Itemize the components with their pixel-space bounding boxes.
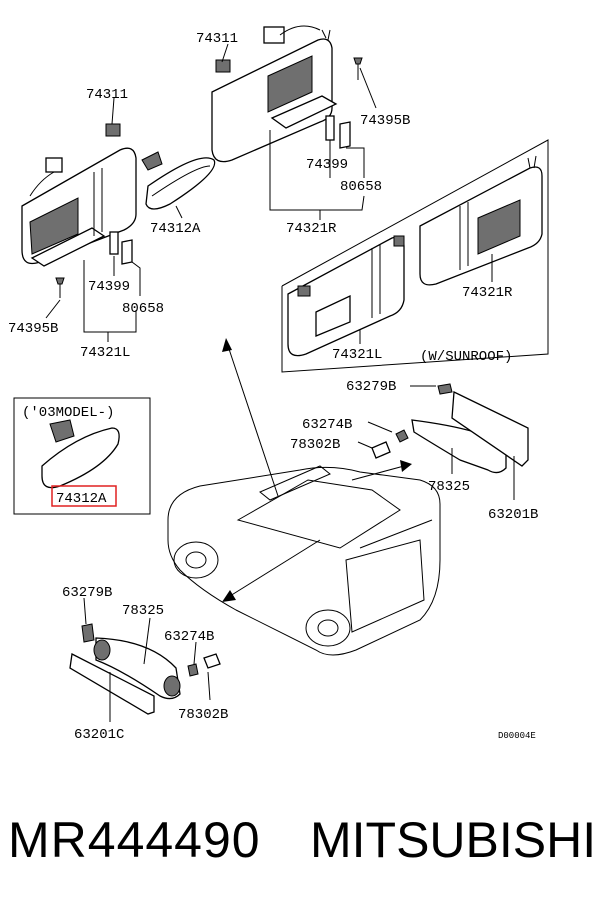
callout-74312a-box: 74312A [56, 491, 107, 507]
callout-63274b-left: 63274B [164, 629, 214, 645]
callout-74312a-top: 74312A [150, 221, 201, 237]
footer: MR444490 MITSUBISHI [0, 800, 600, 880]
callout-78302b-right: 78302B [290, 437, 340, 453]
callout-63279b-right: 63279B [346, 379, 396, 395]
callout-74321r-top: 74321R [286, 221, 337, 237]
callout-78325-right: 78325 [428, 479, 470, 495]
assist-grip-left [69, 623, 221, 715]
pin-74399-left [109, 231, 119, 255]
rearview-mirror-top [141, 151, 216, 210]
callout-74311-left: 74311 [86, 87, 128, 103]
callout-78302b-left: 78302B [178, 707, 228, 723]
model-note: ('03MODEL-) [22, 405, 114, 421]
callout-63201b-right: 63201B [488, 507, 538, 523]
pin-74399-top [325, 115, 335, 141]
clip-80658-left [121, 239, 133, 265]
callout-labels: 74311 74395B 74311 74399 80658 74312A 74… [8, 31, 538, 743]
parts-diagram: 74311 74395B 74311 74399 80658 74312A 74… [8, 25, 549, 743]
callout-63201c-left: 63201C [74, 727, 124, 743]
callout-74321l-left: 74321L [80, 345, 130, 361]
leader-lines [45, 43, 515, 722]
callout-80658-left: 80658 [122, 301, 164, 317]
callout-74311-top: 74311 [196, 31, 238, 47]
callout-78325-left: 78325 [122, 603, 164, 619]
highlight-box [51, 485, 117, 507]
model-03-box [13, 397, 151, 515]
callout-80658-right: 80658 [340, 179, 382, 195]
callout-74399-left: 74399 [88, 279, 130, 295]
callout-63274b-right: 63274B [302, 417, 352, 433]
callout-74321l-sunroof: 74321L [332, 347, 382, 363]
callout-74395b-top: 74395B [360, 113, 410, 129]
assist-grip-right [371, 383, 529, 474]
sunroof-note: (W/SUNROOF) [420, 349, 512, 365]
vehicle-outline [167, 465, 441, 656]
diagram-code: D00004E [498, 731, 536, 741]
screw-74395b-left [55, 277, 65, 298]
sun-visor-left [21, 123, 137, 267]
sunroof-group [281, 139, 549, 373]
clip-80658-top [339, 121, 351, 149]
screw-74395b-top [353, 57, 363, 80]
callout-74399-right: 74399 [306, 157, 348, 173]
callout-63279b-left: 63279B [62, 585, 112, 601]
part-number: MR444490 [8, 812, 261, 868]
brand-name: MITSUBISHI [310, 812, 597, 868]
callout-74395b-left: 74395B [8, 321, 58, 337]
callout-74321r-sunroof: 74321R [462, 285, 513, 301]
